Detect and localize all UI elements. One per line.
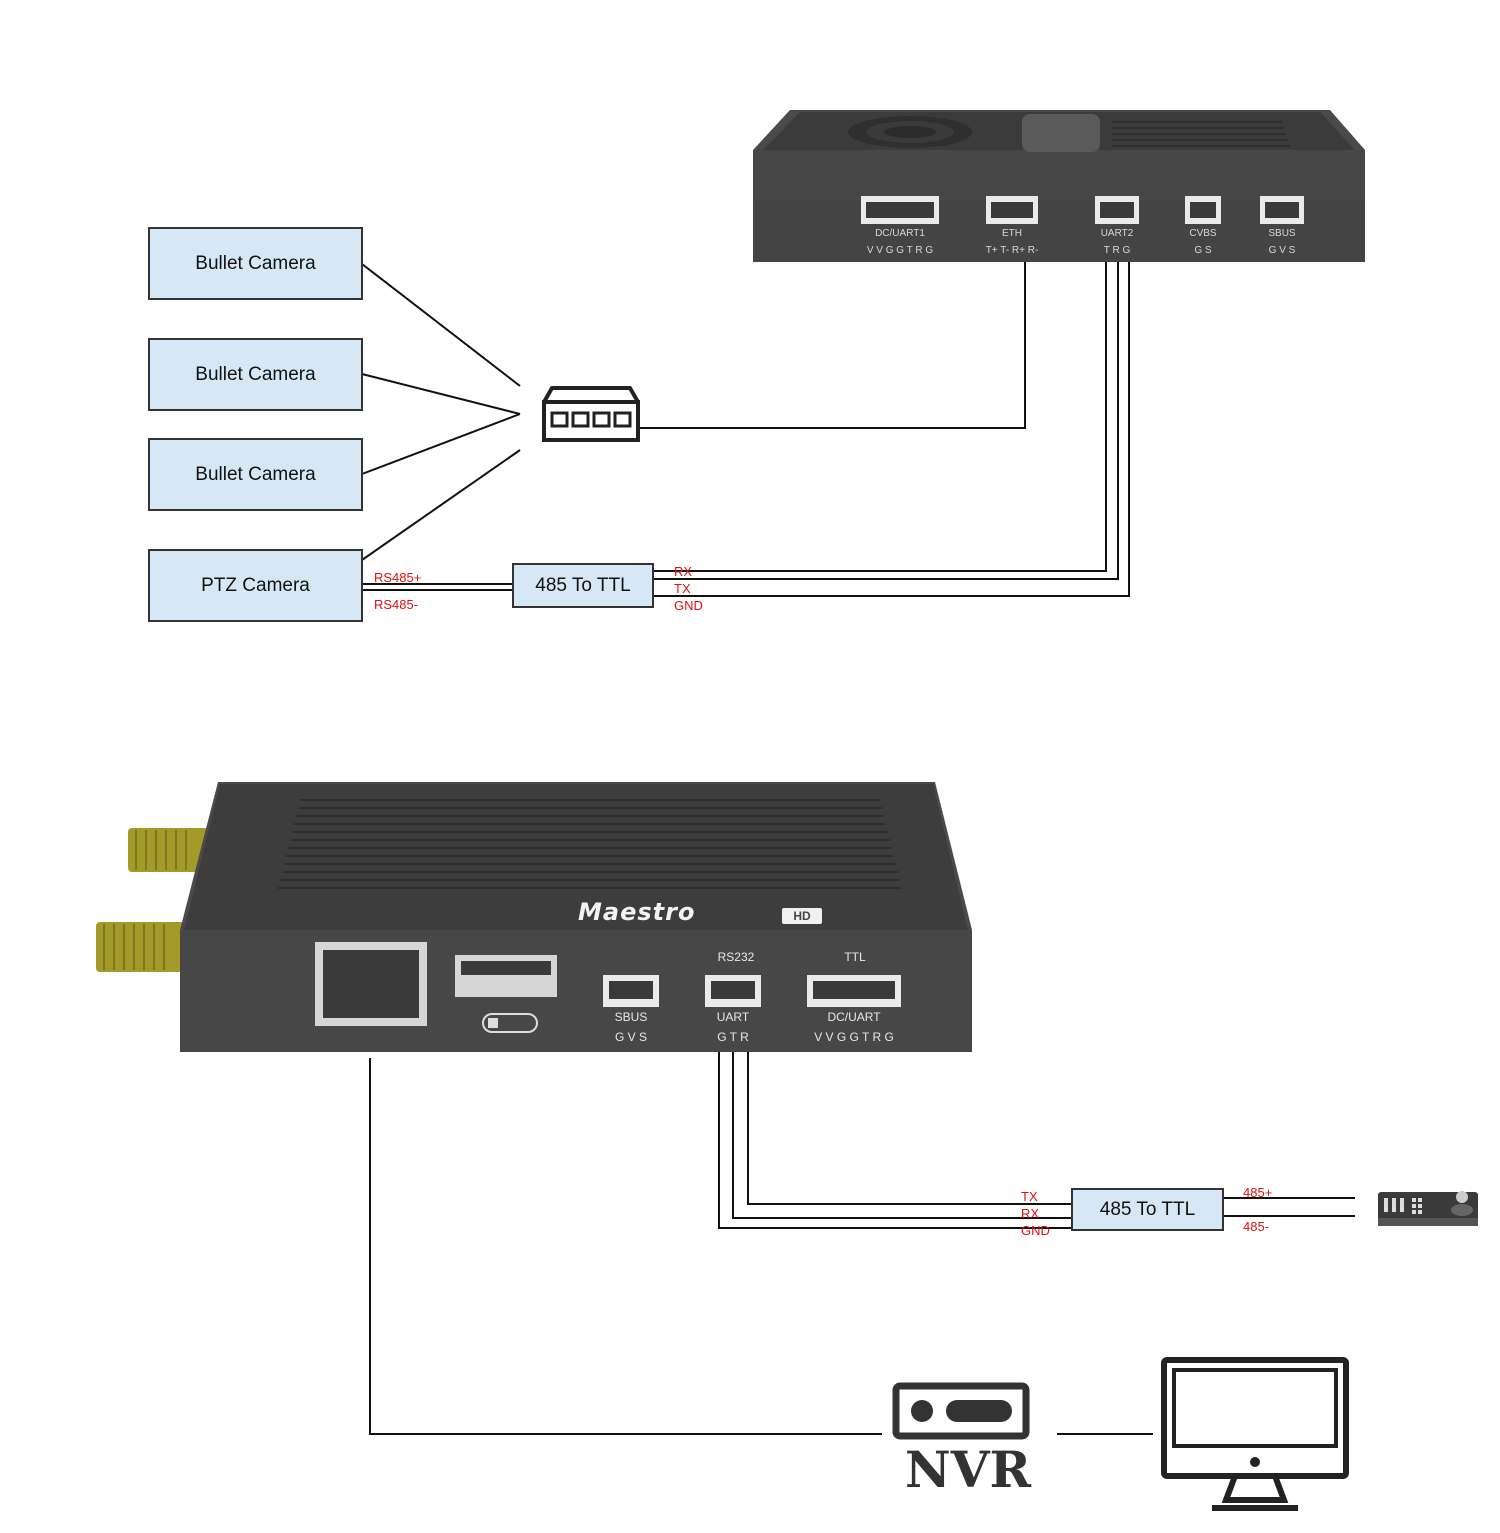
air-port-name-uart2: UART2 [1100,228,1134,239]
port-header-ttl: TTL [844,950,866,964]
top-connections [361,262,1130,597]
air-port-pins-eth: T+ T- R+ R- [985,245,1039,256]
ground-port-pins-sbus: G V S [614,1030,647,1044]
ground-unit-device [96,782,972,1052]
signal-485-minus: 485- [1243,1219,1270,1234]
camera-label: PTZ Camera [201,574,310,596]
air-port-name-cvbs: CVBS [1189,228,1217,239]
ground-port-pins-dc-uart: V V G G T R G [814,1030,894,1044]
signal-rx: RX [674,564,693,579]
air-port-name-sbus: SBUS [1268,228,1296,239]
monitor-icon [1161,1357,1349,1511]
bullet-camera-box-3: Bullet Camera [148,438,363,511]
nvr-icon [892,1382,1030,1440]
signal-485-plus: 485+ [1243,1185,1273,1200]
signal-rx: RX [1021,1206,1040,1221]
signal-gnd: GND [1021,1223,1050,1238]
ptz-keyboard-controller-icon [1378,1191,1478,1226]
ground-port-name-sbus: SBUS [614,1010,648,1024]
air-port-pins-sbus: G V S [1268,245,1296,256]
converter-label: 485 To TTL [1099,1198,1196,1220]
air-port-pins-dc-uart1: V V G G T R G [866,245,934,256]
camera-label: Bullet Camera [195,463,316,485]
signal-tx: TX [674,581,691,596]
ground-port-name-uart: UART [716,1010,750,1024]
air-port-pins-uart2: T R G [1103,245,1131,256]
air-port-name-eth: ETH [1002,228,1022,239]
air-port-pins-cvbs: G S [1194,245,1212,256]
ground-unit-brand: Maestro [578,898,696,926]
converter-top-box: 485 To TTL [512,563,654,608]
signal-tx: TX [1021,1189,1038,1204]
bullet-camera-box-2: Bullet Camera [148,338,363,411]
port-header-rs232: RS232 [717,950,755,964]
ground-unit-brand-badge: HD [793,909,811,923]
camera-label: Bullet Camera [195,363,316,385]
air-unit-device [753,110,1365,262]
nvr-label: NVR [905,1440,1032,1499]
bullet-camera-box-1: Bullet Camera [148,227,363,300]
ptz-camera-box: PTZ Camera [148,549,363,622]
signal-rs485-plus: RS485+ [374,570,422,585]
network-switch-icon [542,386,640,442]
camera-label: Bullet Camera [195,252,316,274]
ground-port-name-dc-uart: DC/UART [827,1010,881,1024]
air-port-name-dc-uart1: DC/UART1 [875,228,925,239]
signal-gnd: GND [674,598,703,613]
converter-label: 485 To TTL [535,574,631,596]
ground-port-pins-uart: G T R [717,1030,749,1044]
bottom-connections [369,1052,1355,1435]
signal-rs485-minus: RS485- [374,597,419,612]
converter-bottom-box: 485 To TTL [1071,1188,1224,1231]
